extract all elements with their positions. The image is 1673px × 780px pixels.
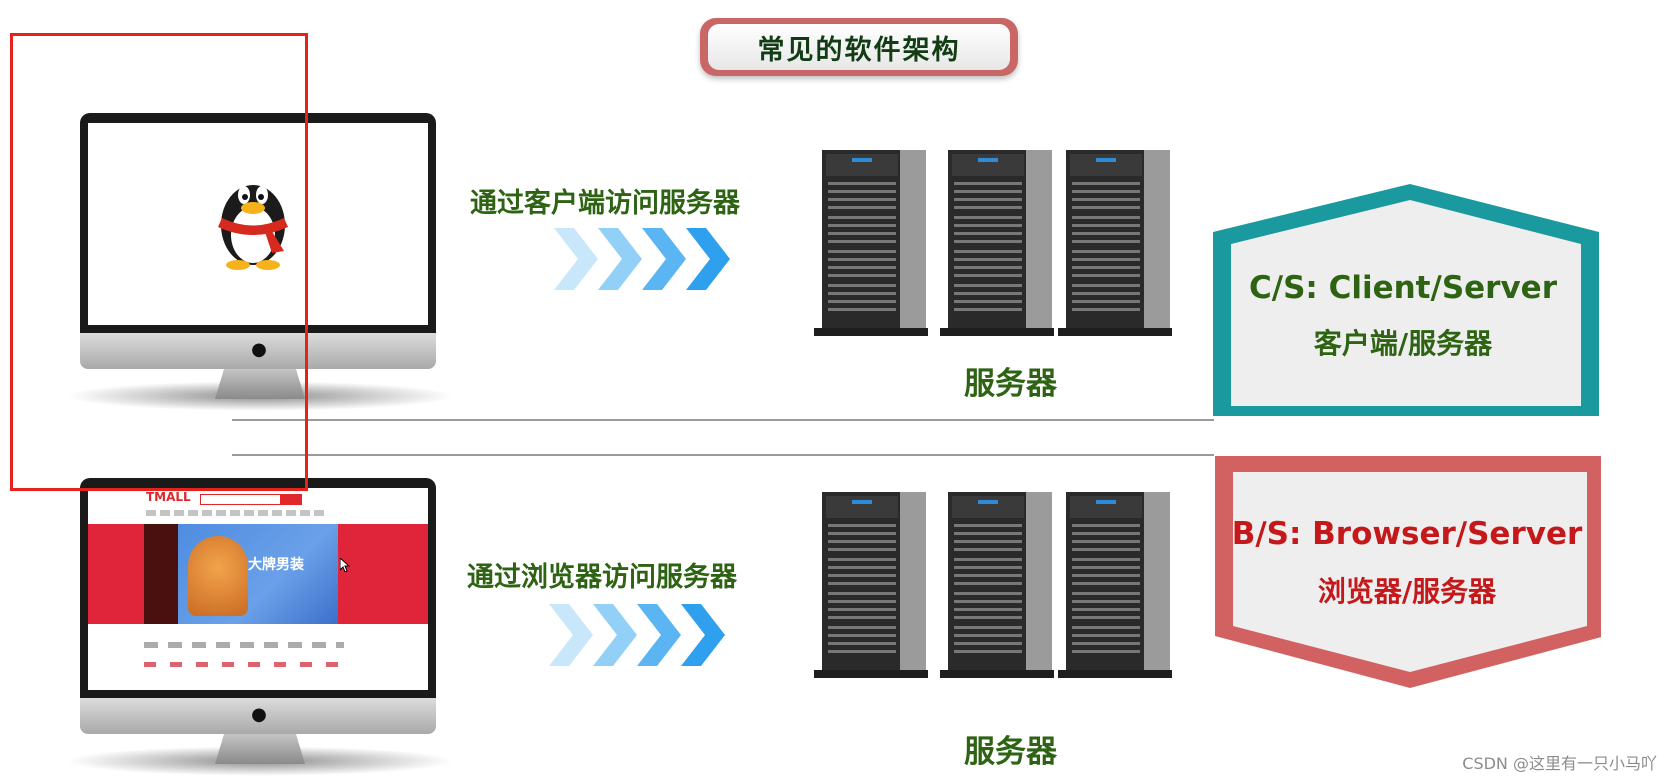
monitor-bezel bbox=[80, 113, 436, 349]
divider-line bbox=[232, 454, 1214, 456]
qq-penguin-icon bbox=[218, 185, 288, 270]
jacket-image bbox=[188, 536, 248, 616]
monitor-screen bbox=[88, 123, 428, 325]
apple-logo-icon: ● bbox=[251, 704, 267, 725]
watermark: CSDN @这里有一只小马吖 bbox=[1462, 754, 1657, 773]
bs-badge-subtitle: 浏览器/服务器 bbox=[1317, 575, 1497, 608]
cs-badge-subtitle: 客户端/服务器 bbox=[1313, 327, 1493, 360]
cs-badge-title: C/S: Client/Server bbox=[1249, 270, 1557, 306]
cs-server-label: 服务器 bbox=[964, 366, 1057, 402]
monitor-chin bbox=[80, 333, 436, 369]
server-rack-icon bbox=[1058, 492, 1172, 678]
divider-line bbox=[232, 419, 1214, 421]
client-monitor: ● bbox=[65, 113, 455, 413]
tmall-logo: TMALL bbox=[146, 490, 191, 504]
highlight-frame bbox=[10, 33, 308, 491]
apple-logo-icon: ● bbox=[251, 339, 267, 360]
monitor-screen: TMALL 大牌男装 bbox=[88, 488, 428, 690]
bs-server-cluster bbox=[812, 488, 1212, 694]
webpage-search-button bbox=[280, 494, 302, 505]
chevron-arrows-icon bbox=[549, 604, 725, 666]
mouse-cursor-icon bbox=[340, 558, 350, 572]
server-rack-icon bbox=[1058, 150, 1172, 336]
server-rack-icon bbox=[940, 492, 1054, 678]
webpage-category-sidebar bbox=[144, 524, 178, 624]
browser-monitor: TMALL 大牌男装 ● bbox=[65, 478, 455, 778]
server-rack-icon bbox=[814, 492, 928, 678]
page-title: 常见的软件架构 bbox=[708, 24, 1010, 70]
webpage-nav bbox=[146, 510, 326, 516]
monitor-chin bbox=[80, 698, 436, 734]
cs-badge bbox=[1213, 184, 1599, 416]
server-rack-icon bbox=[940, 150, 1054, 336]
monitor-stand bbox=[215, 734, 305, 764]
chevron-arrows-icon bbox=[554, 228, 730, 290]
bs-badge-title: B/S: Browser/Server bbox=[1231, 516, 1583, 552]
monitor-bezel: TMALL 大牌男装 bbox=[80, 478, 436, 714]
webpage-search-box bbox=[200, 494, 282, 505]
cs-server-cluster bbox=[812, 146, 1212, 352]
promo-text: 大牌男装 bbox=[248, 557, 304, 573]
webpage-brand-logos bbox=[144, 636, 344, 676]
bs-server-label: 服务器 bbox=[964, 734, 1057, 770]
bs-arrow-label: 通过浏览器访问服务器 bbox=[467, 562, 737, 593]
monitor-stand bbox=[215, 369, 305, 399]
title-pill: 常见的软件架构 bbox=[700, 18, 1018, 76]
server-rack-icon bbox=[814, 150, 928, 336]
bs-badge bbox=[1215, 456, 1601, 688]
cs-arrow-label: 通过客户端访问服务器 bbox=[470, 188, 740, 219]
